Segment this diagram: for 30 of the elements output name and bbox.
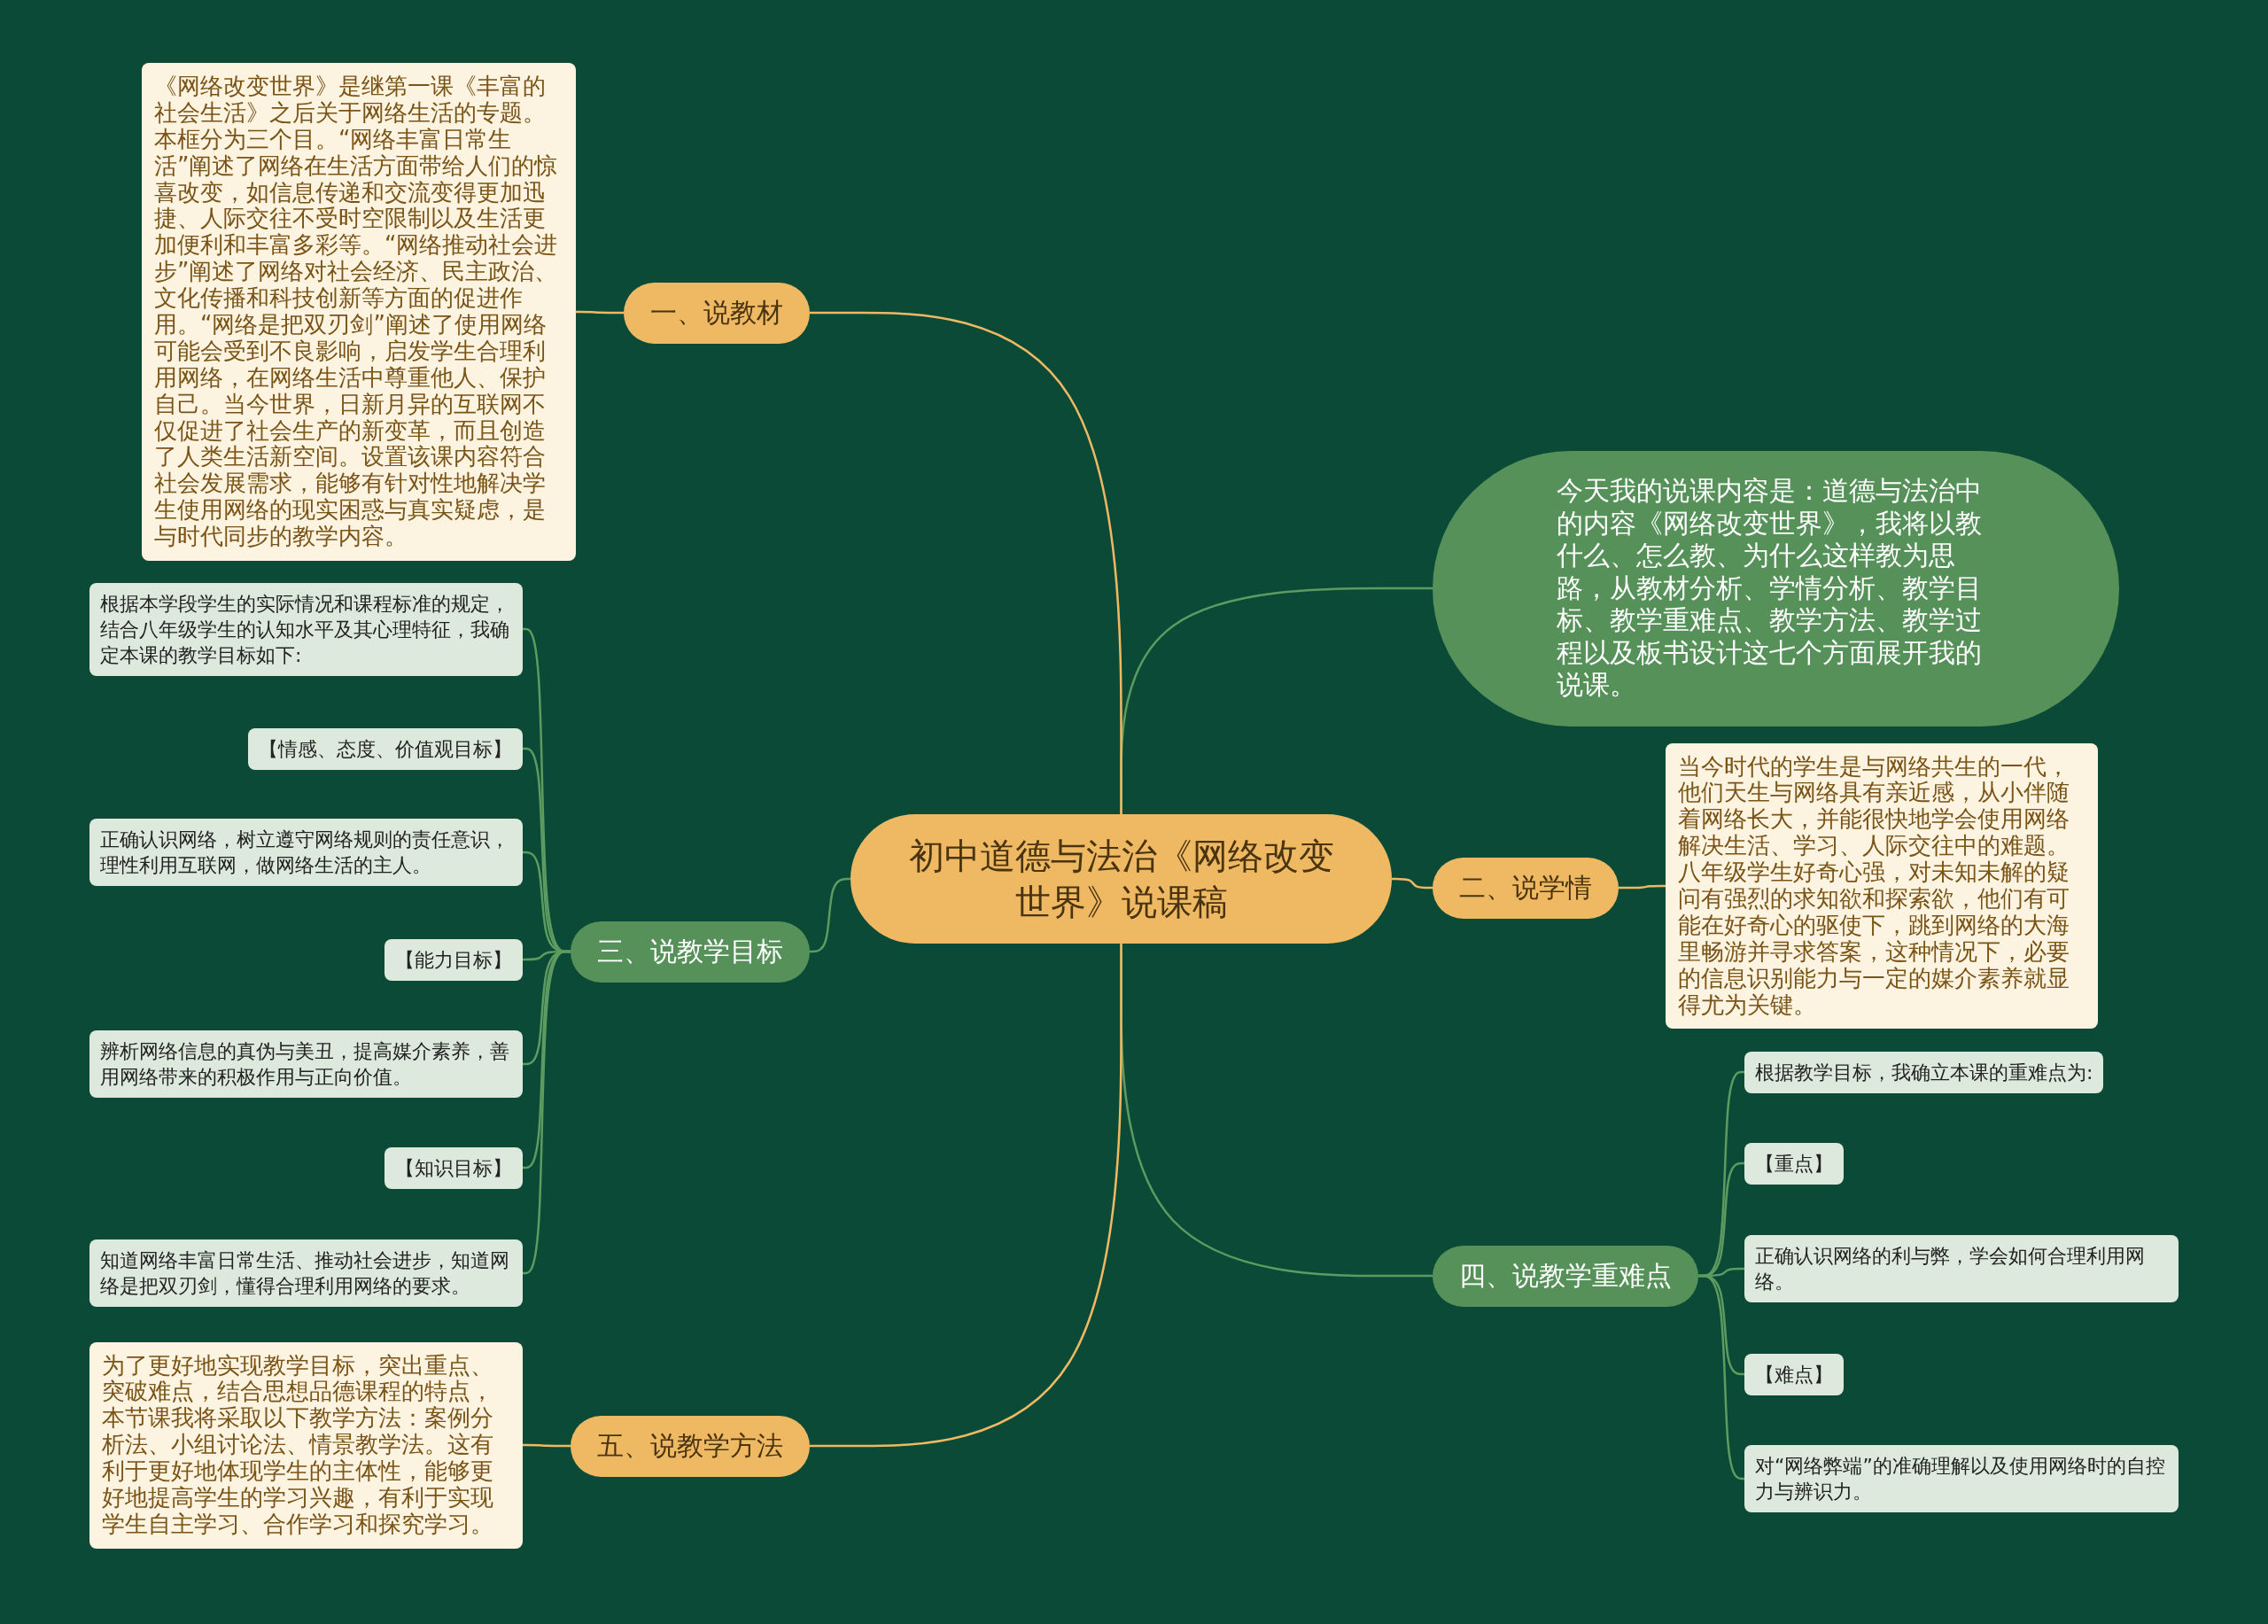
item-card: 根据本学段学生的实际情况和课程标准的规定，结合八年级学生的认知水平及其心理特征，我确定本课的教学目标如下:: [89, 582, 523, 676]
item-card: 【重点】: [1744, 1142, 1844, 1185]
topic-pill: 三、说教学目标: [571, 921, 810, 983]
topic-pill: 二、说学情: [1433, 857, 1619, 919]
item-card: 根据教学目标，我确立本课的重难点为:: [1744, 1051, 2104, 1093]
connector-line: [523, 1443, 571, 1448]
note-card: 为了更好地实现教学目标，突出重点、突破难点，结合思想品德课程的特点，本节课我将采取以下教学方法：案例分析法、小组讨论法、情景教学法。这有利于更好地体现学生的主体性，能够更好地提高学生的学习兴趣，有利于实现学生自主学习、合作学习和探究学习。: [89, 1341, 523, 1549]
item-card: 辨析网络信息的真伪与美丑，提高媒介素养，善用网络带来的积极作用与正向价值。: [89, 1030, 523, 1099]
item-card: 对“网络弊端”的准确理解以及使用网络时的自控力与辨识力。: [1744, 1445, 2179, 1513]
item-card: 正确认识网络，树立遵守网络规则的责任意识，理性利用互联网，做网络生活的主人。: [89, 819, 523, 887]
connector-line: [810, 944, 1122, 1448]
item-card: 知道网络丰富日常生活、推动社会进步，知道网络是把双刃剑，懂得合理利用网络的要求。: [89, 1239, 523, 1308]
connector-line: [1619, 884, 1666, 890]
connector-line: [810, 311, 1122, 814]
connector-line: [576, 310, 624, 315]
item-card: 【情感、态度、价值观目标】: [248, 727, 523, 770]
topic-pill: 四、说教学重难点: [1433, 1245, 1698, 1307]
central-topic-pill: 初中道德与法治《网络改变世界》说课稿: [850, 814, 1392, 944]
topic-pill: 五、说教学方法: [571, 1415, 810, 1477]
item-card: 【能力目标】: [384, 938, 523, 981]
connector-line: [1392, 877, 1433, 890]
item-card: 【难点】: [1744, 1353, 1844, 1395]
note-card: 当今时代的学生是与网络共生的一代，他们天生与网络具有亲近感，从小伴随着网络长大，并能很快地学会使用网络解决生活、学习、人际交往中的难题。八年级学生好奇心强，对未知未解的疑问有强烈的求知欲和探索欲，他们有可能在好奇心的驱使下，跳到网络的大海里畅游并寻求答案，这种情况下，必要的信息识别能力与一定的媒介素养就显得尤为关键。: [1666, 742, 2098, 1030]
connector-line: [523, 950, 571, 1275]
connector-line: [1698, 1274, 1744, 1480]
item-card: 正确认识网络的利与弊，学会如何合理利用网络。: [1744, 1235, 2179, 1303]
item-card: 【知识目标】: [384, 1146, 523, 1189]
note-card: 《网络改变世界》是继第一课《丰富的社会生活》之后关于网络生活的专题。本框分为三个目。“网络丰富日常生活”阐述了网络在生活方面带给人们的惊喜改变，如信息传递和交流变得更加迅捷、人际交往不受时空限制以及生活更加便利和丰富多彩等。“网络推动社会进步”阐述了网络对社会经济、民主政治、文化传播和科技创新等方面的促进作用。“网络是把双刃剑”阐述了使用网络可能会受到不良影响，启发学生合理利用网络，在网络生活中尊重他人、保护自己。当今世界，日新月异的互联网不仅促进了社会生产的新变革，而且创造了人类生活新空间。设置该课内容符合社会发展需求，能够有针对性地解决学生使用网络的现实困惑与真实疑虑，是与时代同步的教学内容。: [142, 63, 576, 562]
topic-pill: 一、说教材: [624, 282, 810, 344]
connector-line: [810, 877, 850, 953]
